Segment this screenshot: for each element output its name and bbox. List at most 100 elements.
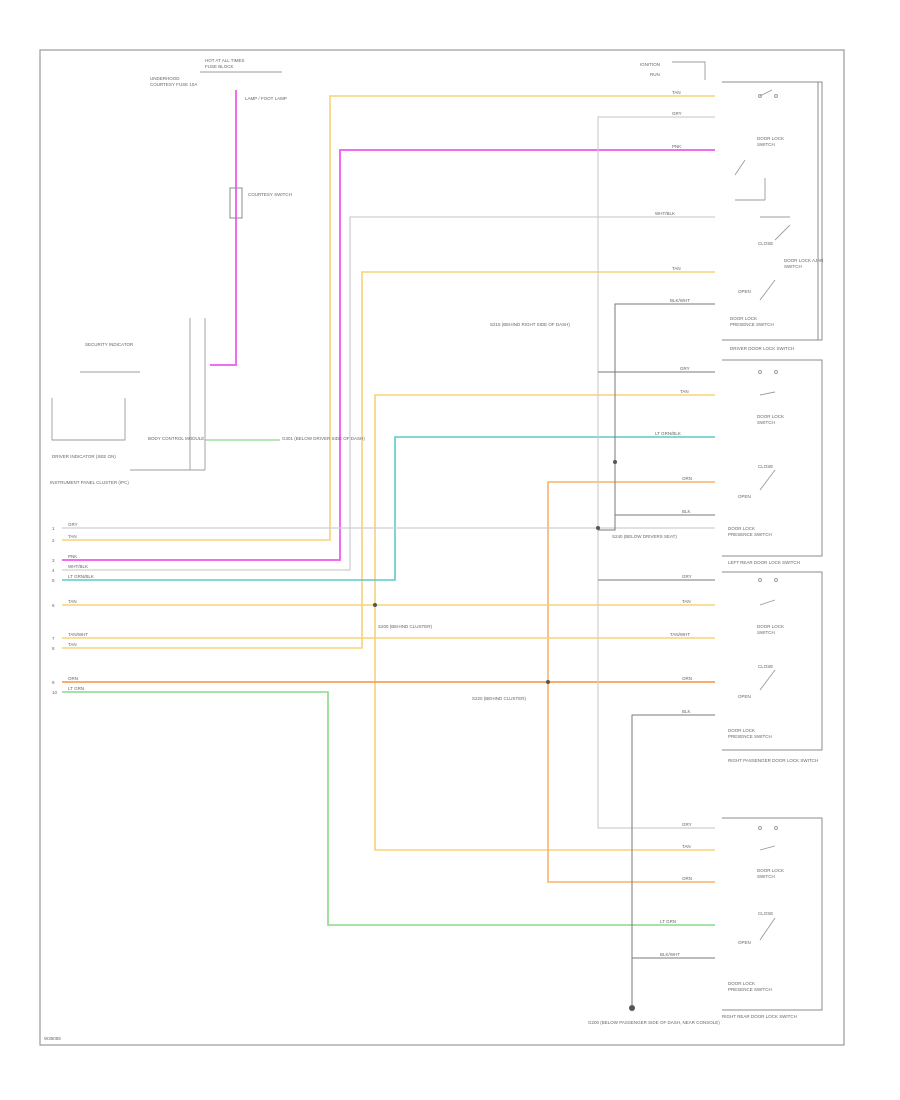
ignition-label: IGNITION [640,62,660,67]
wire-lt-blue [62,436,715,581]
rwl-pnk: PNK [672,144,681,149]
rwl-blk-wht-2: BLK/WHT [660,952,680,957]
rwl-tan-4: TAN [682,599,691,604]
splice-s215-label: S215 (BEHIND RIGHT SIDE OF DASH) [490,322,570,327]
ground-symbol: G200 (BELOW PASSENGER SIDE OF DASH, NEAR… [588,1005,720,1025]
sw3-part-5: DOOR LOCK [728,728,755,733]
security-indicator-label: SECURITY INDICATOR [85,342,134,347]
sw3-part-6: PRESENCE SWITCH [728,734,772,739]
conn-7: 7 [52,636,55,641]
rwl-tan-1: TAN [672,90,681,95]
wl-tan: TAN [68,534,77,539]
rwl-tan-3: TAN [680,389,689,394]
wire-gray-bus [597,116,715,829]
sw4-part-3: CLOSE [758,911,773,916]
ignition-sub: RUN [650,72,660,77]
rwl-blk-wht: BLK/WHT [670,298,690,303]
wl-gry: GRY [68,522,78,527]
right-wire-labels: TAN GRY PNK WHT/BLK TAN BLK/WHT GRY TAN … [655,90,692,957]
wl-tan-3: TAN [68,642,77,647]
fuse-block-area: HOT AT ALL TIMES FUSE BLOCK UNDERHOOD CO… [150,58,706,219]
ground-wire-3 [631,714,715,1005]
rwl-tan-wht: TAN/WHT [670,632,690,637]
rwl-tan-5: TAN [682,844,691,849]
sw3-part-3: CLOSE [758,664,773,669]
rwl-blk-2: BLK [682,709,691,714]
conn-5: 5 [52,578,55,583]
body-module-label: BODY CONTROL MODULE [148,436,204,441]
conn-9: 9 [52,680,55,685]
sw1-part-2: SWITCH [757,142,775,147]
conn-10: 10 [52,690,58,695]
right-rear-door-switch-module: DOOR LOCK SWITCH CLOSE OPEN DOOR LOCK PR… [722,817,823,1019]
left-connector-numbers: 1 2 3 4 5 6 7 8 9 10 [52,526,58,695]
fuse-block-line3: UNDERHOOD [150,76,180,81]
sw3-title: RIGHT PASSENGER DOOR LOCK SWITCH [728,758,818,763]
courtesy-label: COURTESY SWITCH [248,192,292,197]
sw1-part-6: OPEN [738,289,751,294]
wire-tan-2 [62,271,715,649]
sw3-part-2: SWITCH [757,630,775,635]
sw2-part-2: SWITCH [757,420,775,425]
wire-tan-1 [62,95,715,541]
conn-6: 6 [52,603,55,608]
conn-8: 8 [52,646,55,651]
sw2-part-1: DOOR LOCK [757,414,784,419]
diagram-id-code: W35058 [44,1036,61,1041]
rwl-gry-3: GRY [682,574,692,579]
wire-gray-1 [62,216,715,571]
conn-2: 2 [52,538,55,543]
diagram-frame [39,49,845,1046]
sw1-part-1: DOOR LOCK [757,136,784,141]
splice-s220-label: S220 (BEHIND CLUSTER) [472,696,527,701]
splice-s200-label: S200 (BEHIND CLUSTER) [378,624,433,629]
wl-wht-blk: WHT/BLK [68,564,88,569]
sw3-part-4: OPEN [738,694,751,699]
rwl-gry-2: GRY [680,366,690,371]
fuse-block-line2: FUSE BLOCK [205,64,234,69]
sw2-part-6: PRESENCE SWITCH [728,532,772,537]
rwl-orn-3: ORN [682,876,692,881]
sw4-part-5: DOOR LOCK [728,981,755,986]
ground-label: G200 (BELOW PASSENGER SIDE OF DASH, NEAR… [588,1020,720,1025]
sw2-title: LEFT REAR DOOR LOCK SWITCH [728,560,800,565]
sw4-part-2: SWITCH [757,874,775,879]
rwl-lt-grn: LT GRN [660,919,676,924]
right-passenger-door-switch-module: DOOR LOCK SWITCH CLOSE OPEN DOOR LOCK PR… [722,571,823,763]
sw1-part-5: CLOSE [758,241,773,246]
wl-tan-wht: TAN/WHT [68,632,88,637]
conn-3: 3 [52,558,55,563]
cluster-area: SECURITY INDICATOR DRIVER INDICATOR (SEE… [50,318,280,485]
left-bottom-label: DRIVER INDICATOR (SEE ON) [52,454,116,459]
cluster-note: INSTRUMENT PANEL CLUSTER (IPC) [50,480,129,485]
sw2-part-5: DOOR LOCK [728,526,755,531]
wl-tan-2: TAN [68,599,77,604]
sw4-title: RIGHT REAR DOOR LOCK SWITCH [722,1014,797,1019]
wl-lt-grn-blk: LT GRN/BLK [68,574,94,579]
rwl-lt-grn-blk: LT GRN/BLK [655,431,681,436]
rwl-orn-2: ORN [682,676,692,681]
fuse-label: COURTESY FUSE 10A [150,82,197,87]
rwl-wht-blk: WHT/BLK [655,211,675,216]
sw4-part-4: OPEN [738,940,751,945]
conn-4: 4 [52,568,55,573]
sw4-part-1: DOOR LOCK [757,868,784,873]
rwl-tan-2: TAN [672,266,681,271]
wl-orn: ORN [68,676,78,681]
conn-1: 1 [52,526,55,531]
driver-door-switch-module: DOOR LOCK SWITCH DOOR LOCK AJAR SWITCH C… [722,81,824,351]
wl-lt-grn: LT GRN [68,686,84,691]
rwl-blk: BLK [682,509,691,514]
lamp-label: LAMP / FOOT LAMP [245,96,287,101]
sw1-part-4: SWITCH [784,264,802,269]
splices: S215 (BEHIND RIGHT SIDE OF DASH) S240 (B… [282,322,677,701]
rwl-orn: ORN [682,476,692,481]
wire-pink-down [210,150,237,366]
sw1-part-7: DOOR LOCK [730,316,757,321]
rwl-gry-4: GRY [682,822,692,827]
grounds-mid-label: G301 (BELOW DRIVER SIDE OF DASH) [282,436,365,441]
wire-green [62,691,715,926]
sw2-part-4: OPEN [738,494,751,499]
ground-wire-1 [598,303,715,531]
